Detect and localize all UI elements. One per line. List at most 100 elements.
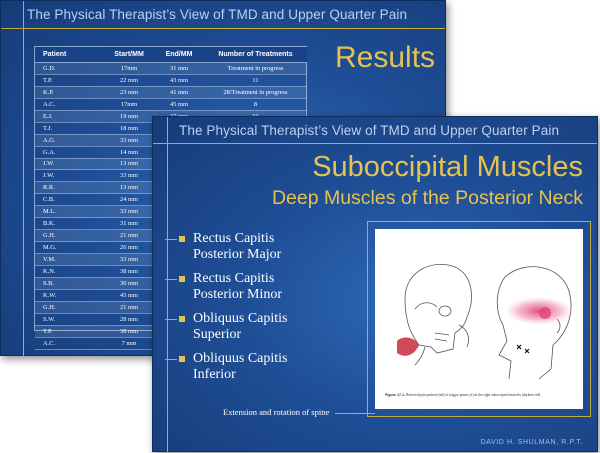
header-rule — [1, 28, 445, 29]
table-cell: M.G. — [35, 241, 104, 254]
table-cell: 17mm — [104, 62, 154, 75]
bullet-line-1: Rectus Capitis — [193, 231, 275, 246]
bullet-rule — [165, 359, 177, 360]
bullet-square-icon — [179, 356, 185, 362]
table-cell: A.C. — [35, 98, 104, 111]
table-cell: 33 mm — [104, 134, 154, 147]
table-cell: A.C. — [35, 337, 104, 350]
bullet-square-icon — [179, 236, 185, 242]
skull-icon — [404, 263, 472, 366]
table-cell: 22 mm — [104, 74, 154, 87]
table-cell: 21 mm — [104, 301, 154, 314]
table-cell: 17mm — [104, 98, 154, 111]
table-cell: 21 mm — [104, 229, 154, 243]
list-item: Rectus Capitis Posterior Major — [165, 231, 288, 263]
list-item: Rectus Capitis Posterior Minor — [165, 271, 288, 303]
table-cell: 33 mm — [104, 253, 154, 266]
table-cell: 7 mm — [104, 337, 154, 350]
table-cell: 28/Treatment in progress — [204, 86, 307, 99]
table-header-row: Patient Start/MM End/MM Number of Treatm… — [35, 47, 307, 63]
table-cell: B.K. — [35, 217, 104, 231]
frame-rule-left — [167, 117, 168, 453]
table-cell: K.P. — [35, 86, 104, 99]
table-cell: M.L. — [35, 205, 104, 219]
bullet-rule — [165, 239, 177, 240]
muscle-list: Rectus Capitis Posterior Major Rectus Ca… — [165, 231, 288, 391]
table-cell: 43 mm — [154, 74, 204, 87]
bullet-line-1: Obliquus Capitis — [193, 351, 288, 366]
table-cell: 45 mm — [154, 98, 204, 111]
table-cell: 13 mm — [104, 158, 154, 171]
list-item: Obliquus Capitis Superior — [165, 311, 288, 343]
slide-title: Suboccipital Muscles — [312, 151, 583, 183]
table-cell: G.H. — [35, 301, 104, 314]
figure-label: Figure 17-1. — [385, 393, 406, 397]
table-cell: S.B. — [35, 277, 104, 290]
table-cell: R.R. — [35, 181, 104, 195]
table-cell: 45 mm — [104, 289, 154, 302]
table-cell: 33 mm — [104, 205, 154, 219]
table-cell: 38 mm — [104, 265, 154, 278]
list-item: Obliquus Capitis Inferior — [165, 351, 288, 383]
table-cell: 23 mm — [104, 86, 154, 99]
table-cell: 41 mm — [154, 86, 204, 99]
table-cell: 13 mm — [104, 181, 154, 195]
slide-caption: Extension and rotation of spine — [223, 407, 330, 417]
table-cell: 26 mm — [104, 241, 154, 254]
bullet-rule — [165, 319, 177, 320]
table-cell: G.D. — [35, 62, 104, 75]
caption-rule — [335, 413, 375, 414]
table-cell: J.W. — [35, 158, 104, 171]
table-cell: J.W. — [35, 169, 104, 183]
table-cell: 38 mm — [104, 325, 154, 338]
table-cell: C.B. — [35, 193, 104, 207]
bullet-line-2: Posterior Minor — [193, 287, 283, 302]
table-cell: T.P. — [35, 325, 104, 338]
table-cell: K.W. — [35, 289, 104, 302]
table-cell: G.A. — [35, 146, 104, 159]
bullet-line-2: Posterior Major — [193, 247, 282, 262]
figure-caption: Figure 17-1. Referred pain pattern (red)… — [385, 393, 541, 397]
table-cell: 18 mm — [104, 122, 154, 135]
bullet-square-icon — [179, 316, 185, 322]
bullet-line-2: Superior — [193, 327, 242, 342]
figure-frame — [367, 221, 591, 417]
frame-rule-left — [23, 1, 24, 357]
muscle-highlight — [397, 337, 419, 356]
pain-center — [539, 307, 551, 319]
bullet-rule — [165, 279, 177, 280]
table-cell: V.M. — [35, 253, 104, 266]
bullet-line-1: Obliquus Capitis — [193, 311, 288, 326]
table-cell: 31 mm — [104, 217, 154, 231]
column-header-patient: Patient — [35, 47, 104, 63]
muscles-slide: The Physical Therapist’s View of TMD and… — [152, 116, 598, 453]
table-cell: 11 — [204, 74, 307, 87]
table-cell: 19 mm — [104, 110, 154, 123]
column-header-treatments: Number of Treatments — [204, 47, 307, 63]
table-cell: 24 mm — [104, 193, 154, 207]
skull-and-head-illustration — [397, 263, 573, 380]
table-cell: S.W. — [35, 313, 104, 326]
table-cell: Treatment in progress — [204, 62, 307, 75]
column-header-start: Start/MM — [104, 47, 154, 63]
table-cell: T.P. — [35, 74, 104, 87]
column-header-end: End/MM — [154, 47, 204, 63]
table-cell: A.G. — [35, 134, 104, 147]
bullet-square-icon — [179, 276, 185, 282]
anatomy-figure: Figure 17-1. Referred pain pattern (red)… — [375, 229, 583, 409]
trigger-point-icon — [516, 344, 530, 354]
pain-pattern — [505, 297, 573, 325]
table-cell: 33 mm — [104, 169, 154, 183]
table-cell: 30 mm — [104, 277, 154, 290]
slide-footer: DAVID H. SHULMAN, R.P.T. — [480, 439, 583, 446]
table-cell: 14 mm — [104, 146, 154, 159]
table-cell: E.J. — [35, 110, 104, 123]
table-cell: 28 mm — [104, 313, 154, 326]
bullet-line-2: Inferior — [193, 367, 236, 382]
table-cell: K.N. — [35, 265, 104, 278]
table-cell: T.J. — [35, 122, 104, 135]
